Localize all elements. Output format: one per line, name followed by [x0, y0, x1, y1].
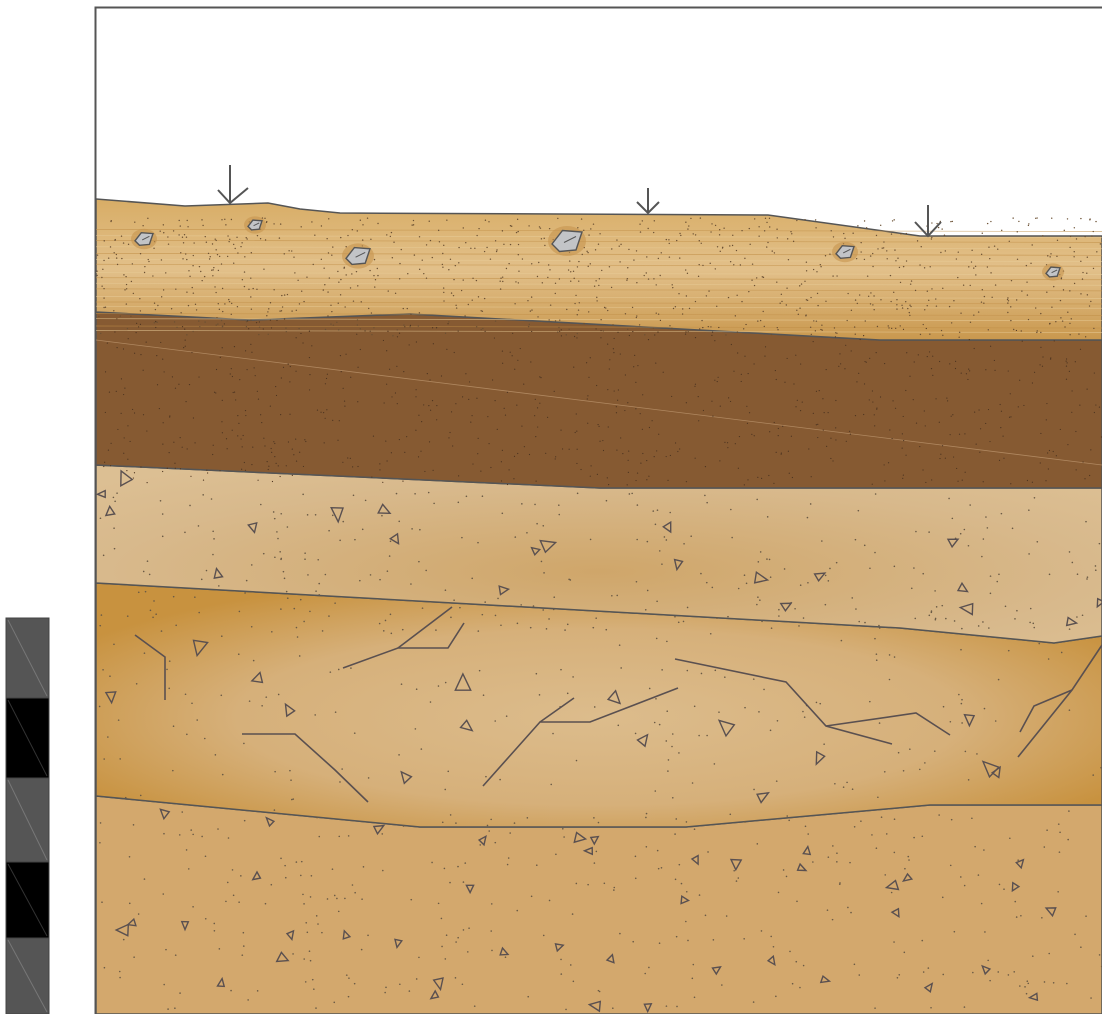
scale-bar [6, 618, 49, 1014]
basal-layer [96, 796, 1102, 1014]
